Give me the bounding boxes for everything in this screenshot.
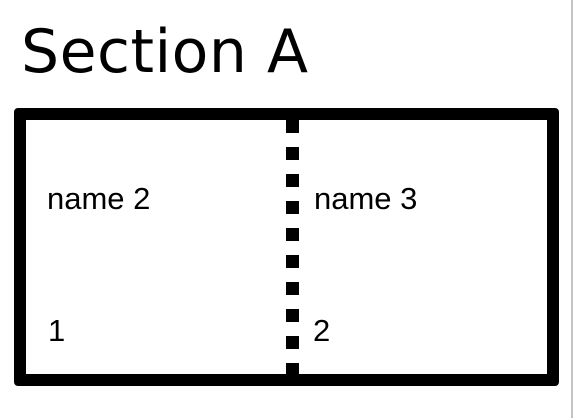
data-table: name 2 name 3 1 2 [14, 108, 559, 386]
section-title: Section A [21, 17, 309, 87]
cell-value-name-3: 2 [313, 313, 331, 348]
column-divider [286, 120, 299, 374]
column-header-name-2: name 2 [47, 181, 151, 216]
column-header-name-3: name 3 [314, 181, 418, 216]
cell-value-name-2: 1 [48, 313, 66, 348]
right-edge-line [571, 0, 573, 418]
